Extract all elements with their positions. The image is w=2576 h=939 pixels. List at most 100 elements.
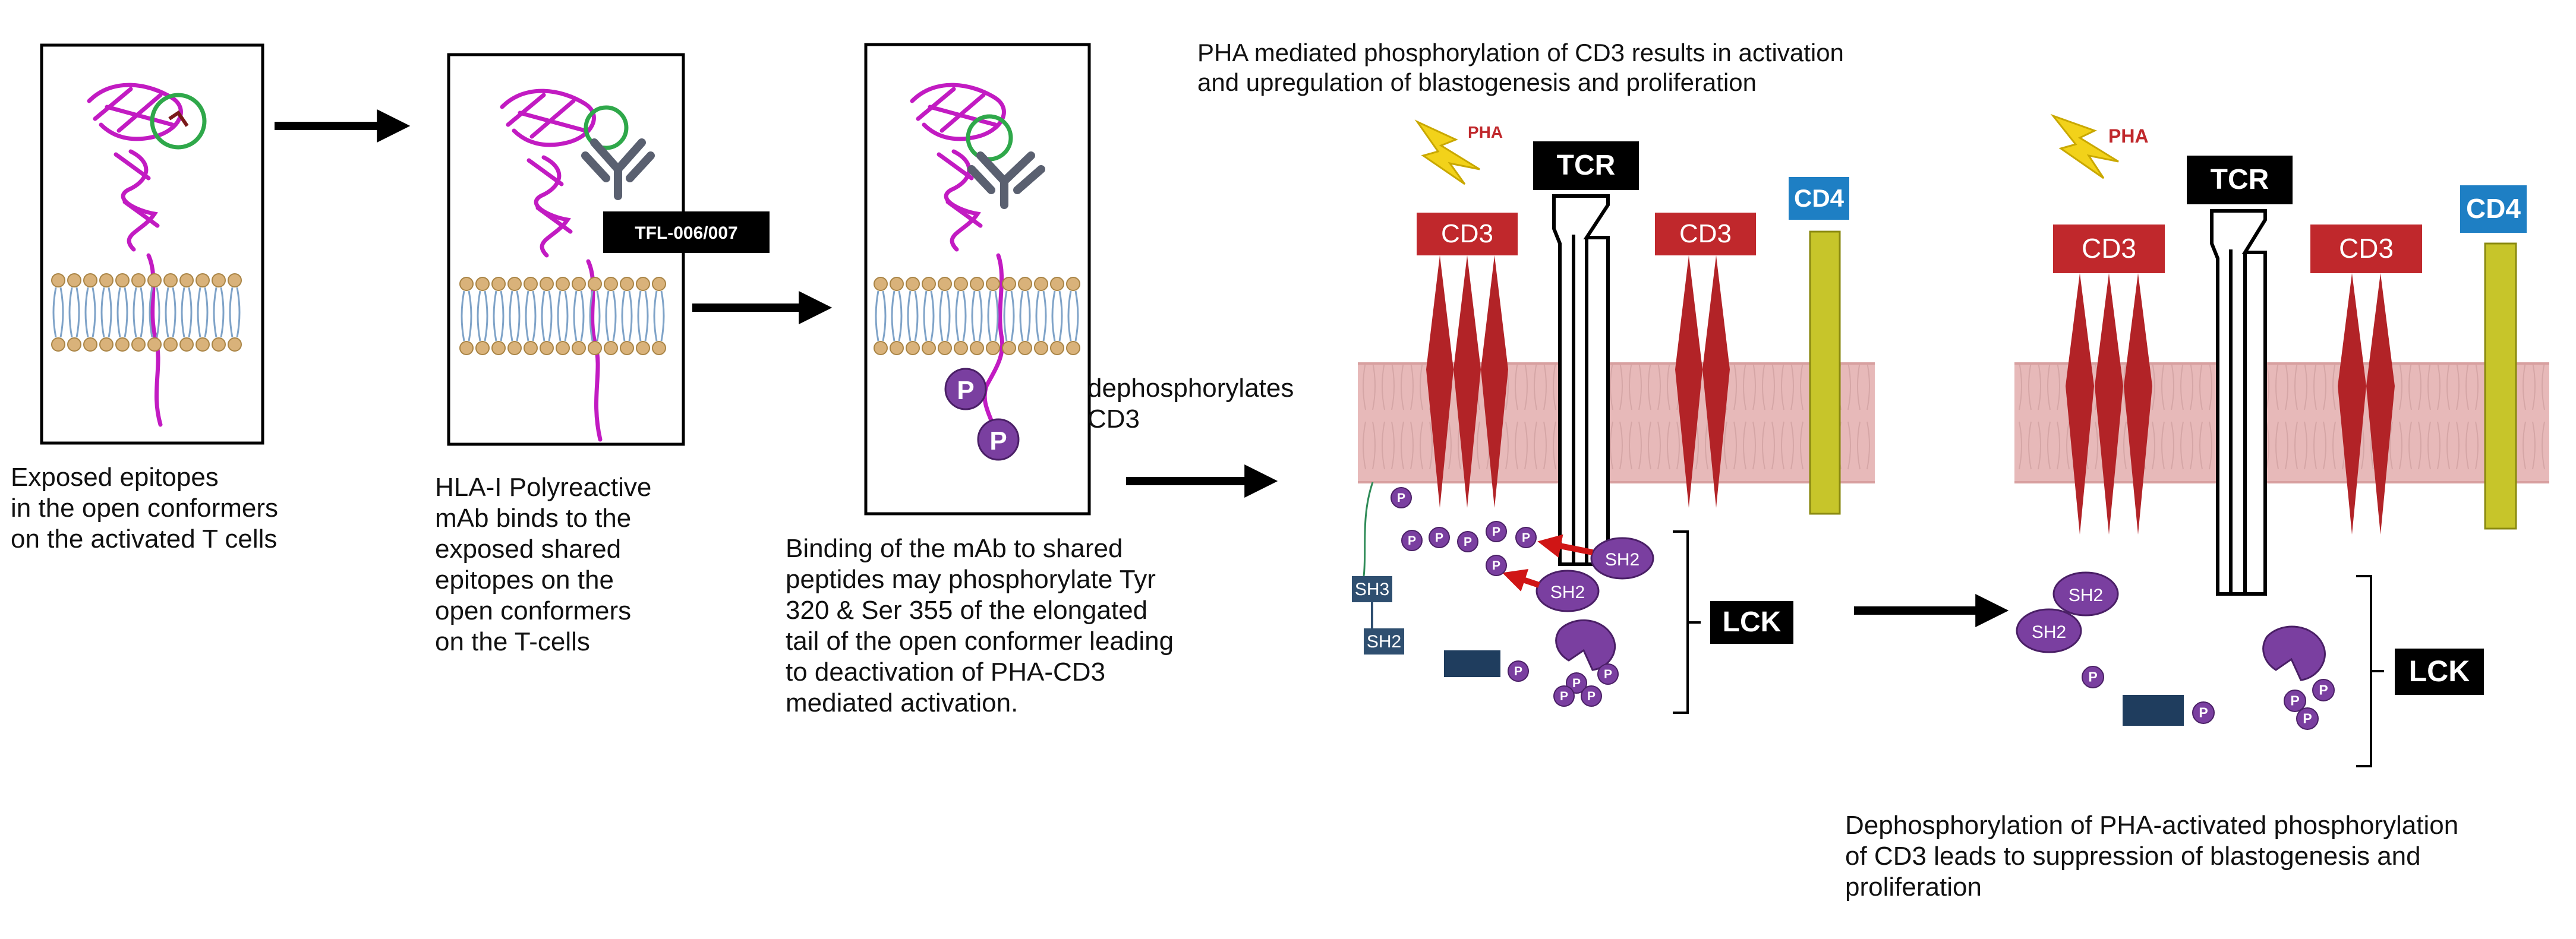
- phospho-label: P: [1492, 559, 1500, 573]
- lipid-tail: [605, 290, 617, 342]
- phospho-label: P: [1587, 690, 1596, 703]
- lipid-head: [636, 341, 650, 355]
- phospho-label: P: [957, 376, 974, 405]
- phospho-label: P: [989, 426, 1007, 456]
- sh2-domain-box: [1364, 628, 1404, 655]
- lipid-head: [99, 273, 113, 287]
- lipid-tail: [971, 290, 983, 342]
- lck-tether: [1363, 482, 1374, 577]
- phosphate-icon: [1508, 660, 1529, 682]
- lipid-bilayer-2: [459, 277, 666, 355]
- cd4-a: CD4: [1789, 177, 1849, 515]
- tfl-tag: TFL-006/007: [603, 211, 770, 253]
- phosphate-icon: [2192, 701, 2215, 724]
- lipid-head: [922, 277, 936, 291]
- sh2-label: SH2: [1550, 583, 1585, 602]
- panel-3: P P: [864, 43, 1091, 516]
- caption-panel-2: HLA-I Polyreactive mAb binds to the expo…: [435, 473, 652, 656]
- lipid-tail: [525, 290, 537, 342]
- lipid-head: [970, 277, 984, 291]
- lipid-tail: [891, 290, 903, 342]
- lipid-tail: [541, 290, 553, 342]
- lipid-tail: [637, 290, 649, 342]
- lipid-tail: [149, 287, 160, 338]
- phosphate-icon: [1566, 672, 1587, 694]
- lipid-head: [906, 341, 920, 355]
- lipid-tail: [84, 287, 96, 338]
- lck-bracket-a: [1673, 530, 1701, 714]
- lipid-tail: [197, 287, 209, 338]
- activated-tcell-diagram: PHA CD3 TCR CD3 CD4: [1352, 119, 1875, 714]
- caption-top: PHA mediated phosphorylation of CD3 resu…: [1197, 39, 1844, 96]
- lipid-head: [620, 277, 634, 291]
- phospho-label: P: [1560, 690, 1568, 703]
- lipid-tail: [621, 290, 633, 342]
- phosphate-icon: [1515, 527, 1537, 548]
- phospho-label: P: [2303, 711, 2312, 726]
- lipid-tail: [229, 287, 241, 338]
- lipid-head: [572, 277, 586, 291]
- lipid-head: [147, 337, 162, 352]
- lipid-head: [874, 341, 888, 355]
- lipid-bilayer-3: [874, 277, 1080, 355]
- cd4-label: CD4: [1794, 184, 1844, 212]
- dephosphorylates-line-2: CD3: [1087, 404, 1140, 434]
- lipid-head: [1034, 341, 1048, 355]
- panel-1: [40, 43, 264, 445]
- phospho-label: P: [1492, 525, 1500, 539]
- lipid-tail: [165, 287, 176, 338]
- lipid-head: [556, 277, 570, 291]
- cd3-label: CD3: [1441, 219, 1493, 248]
- lipid-head: [163, 337, 178, 352]
- pha-label: PHA: [2108, 125, 2149, 147]
- lipid-tail: [955, 290, 967, 342]
- tcr-label: TCR: [1557, 150, 1616, 181]
- lipid-head: [228, 273, 242, 287]
- lipid-head: [459, 277, 474, 291]
- lipid-tail: [987, 290, 999, 342]
- lipid-head: [1018, 341, 1032, 355]
- lipid-tail: [68, 287, 80, 338]
- lipid-head: [572, 341, 586, 355]
- phosphate-icon: [2312, 679, 2335, 701]
- lipid-tail: [493, 290, 505, 342]
- phospho-label: P: [2290, 693, 2299, 709]
- antibody-2: [581, 138, 655, 200]
- caption-panel-1: Exposed epitopes in the open conformers …: [11, 463, 279, 554]
- lipid-tail: [557, 290, 569, 342]
- pha-bolt-icon: [2050, 113, 2119, 179]
- lipid-tail: [653, 290, 665, 342]
- lipid-tail: [116, 287, 128, 338]
- phosphate-icon: [2082, 666, 2104, 688]
- phospho-label: P: [1572, 676, 1581, 690]
- tcr-a: TCR: [1533, 141, 1639, 566]
- lipid-head: [524, 341, 538, 355]
- cd3-right-b: CD3: [2310, 225, 2422, 535]
- lipid-head: [212, 273, 226, 287]
- lipid-head: [507, 277, 522, 291]
- caption-bottom: Dephosphorylation of PHA-activated phosp…: [1845, 811, 2459, 902]
- lipid-head: [491, 341, 506, 355]
- dephosphorylates-line-1: dephosphorylates: [1087, 374, 1294, 403]
- lipid-head: [147, 273, 162, 287]
- sh2-label: SH2: [1605, 550, 1639, 570]
- lipid-head: [524, 277, 538, 291]
- phosphate-icon: [1553, 685, 1575, 707]
- sh2-oval-upper-b: [2052, 571, 2119, 616]
- lck-kinase-a: [1555, 619, 1616, 671]
- lipid-tail: [573, 290, 585, 342]
- phospho-label: P: [1435, 531, 1443, 545]
- red-arrow-1: [1537, 534, 1593, 558]
- lipid-head: [986, 341, 1000, 355]
- phospho-label: P: [1514, 665, 1522, 678]
- pha-b: PHA: [2050, 113, 2149, 179]
- kinase-domain-b: [2123, 695, 2184, 726]
- phospho-label: P: [2319, 682, 2328, 698]
- lipid-head: [475, 277, 490, 291]
- lipid-head: [1002, 341, 1016, 355]
- pha-a: PHA: [1414, 119, 1503, 185]
- lipid-head: [1034, 277, 1048, 291]
- lipid-head: [890, 341, 904, 355]
- phosphate-icon: [2296, 707, 2319, 730]
- lipid-head: [540, 277, 554, 291]
